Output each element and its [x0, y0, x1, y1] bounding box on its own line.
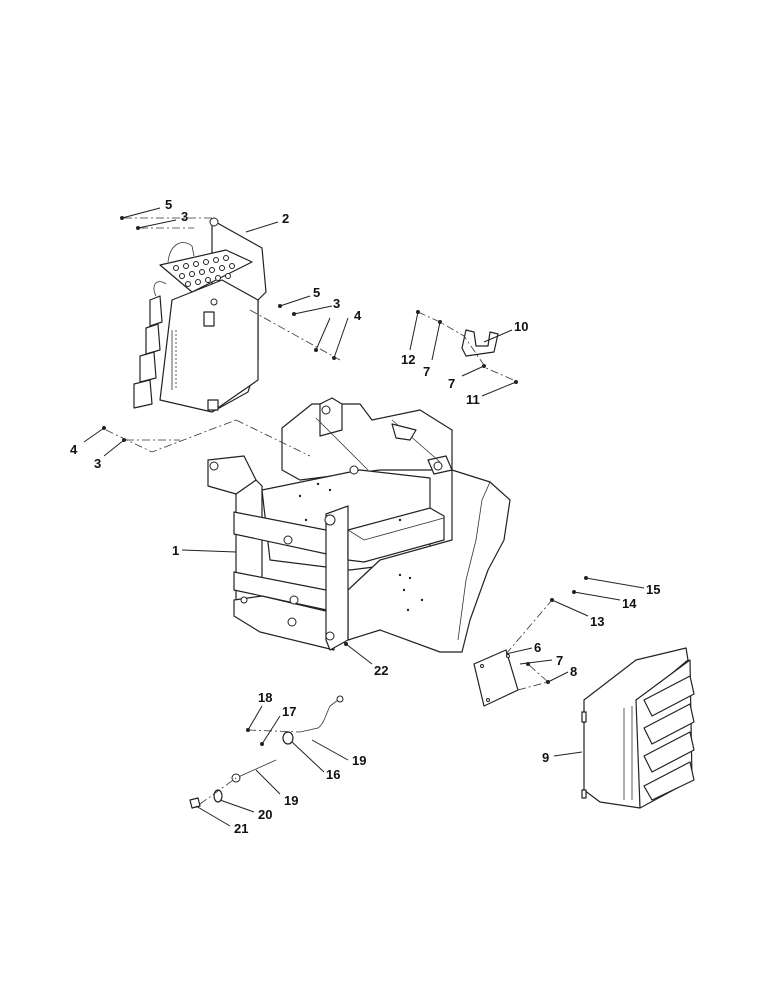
callout-7-lower: 7	[448, 376, 455, 391]
washer-part-20	[213, 789, 223, 803]
callout-8: 8	[570, 664, 577, 679]
callout-11: 11	[466, 392, 480, 407]
callout-4-mid: 4	[354, 308, 362, 323]
callout-2: 2	[282, 211, 289, 226]
callout-14: 14	[622, 596, 637, 611]
clip-part-10	[461, 329, 499, 357]
callout-labels: 5 3 2 5 3 4 4 3 10 12 7 7 11 1 22 15 14 …	[70, 197, 660, 836]
tread-holes	[173, 255, 235, 287]
callout-4-top: 5	[165, 197, 172, 212]
step-housing-part-2	[133, 217, 267, 413]
bolt-part-21	[189, 797, 201, 809]
callout-3-left: 3	[94, 456, 101, 471]
phantom-lines	[105, 217, 553, 805]
callout-6: 6	[534, 640, 541, 655]
callout-7-upper: 7	[423, 364, 430, 379]
callout-16: 16	[326, 767, 340, 782]
callout-12: 12	[401, 352, 415, 367]
leader-lines	[83, 207, 645, 827]
callout-1: 1	[172, 543, 179, 558]
callout-22: 22	[374, 663, 388, 678]
chassis-frame-part-1	[207, 397, 511, 653]
callout-3-mid: 3	[333, 296, 340, 311]
callout-17: 17	[282, 704, 296, 719]
clamp-part-16	[282, 731, 294, 745]
callout-13: 13	[590, 614, 604, 629]
plate-part-6	[473, 649, 519, 707]
callout-10: 10	[514, 319, 528, 334]
callout-19-left: 19	[284, 793, 298, 808]
callout-19-right: 19	[352, 753, 366, 768]
step-assembly-part-9	[581, 647, 695, 809]
callout-5: 5	[313, 285, 320, 300]
callout-18: 18	[258, 690, 272, 705]
callout-20: 20	[258, 807, 272, 822]
callout-4-left: 4	[70, 442, 78, 457]
callout-15: 15	[646, 582, 660, 597]
callout-3-top: 3	[181, 209, 188, 224]
callout-7-right: 7	[556, 653, 563, 668]
callout-21: 21	[234, 821, 248, 836]
callout-9: 9	[542, 750, 549, 765]
